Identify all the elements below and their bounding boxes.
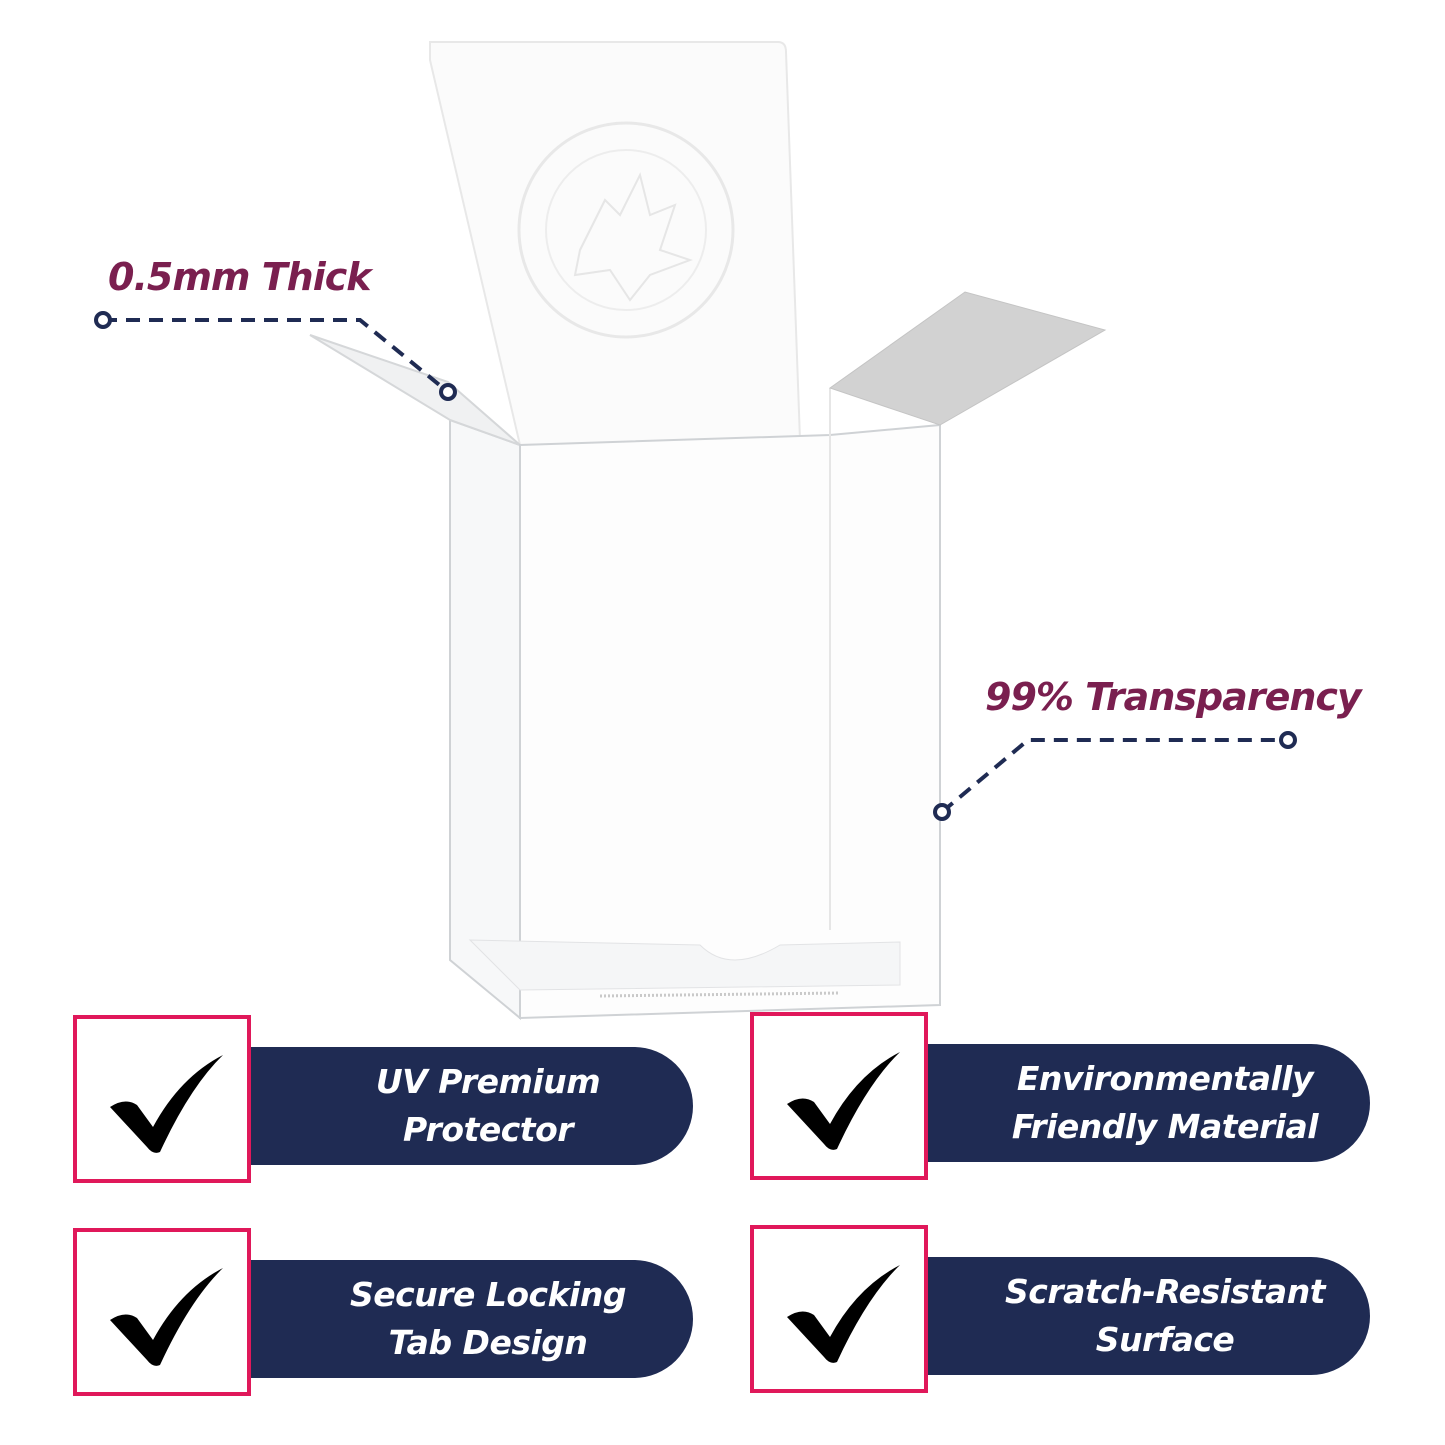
left-panel bbox=[449, 418, 521, 1021]
feature-line-2: Friendly Material bbox=[1011, 1107, 1319, 1146]
checkmark-icon bbox=[787, 1265, 900, 1363]
checkbox-frame bbox=[73, 1015, 251, 1183]
checkmark-icon bbox=[110, 1055, 223, 1153]
checkmark-icon bbox=[110, 1268, 223, 1366]
checkbox-frame bbox=[750, 1225, 928, 1393]
feature-line-2: Protector bbox=[402, 1110, 574, 1149]
embossed-seal-icon bbox=[517, 121, 735, 339]
thickness-callout-line bbox=[94, 311, 457, 401]
protector-box-illustration bbox=[94, 41, 1297, 1021]
lid-flap bbox=[429, 41, 802, 447]
checkmark-icon bbox=[787, 1052, 900, 1150]
thickness-callout: 0.5mm Thick bbox=[108, 255, 372, 299]
feature-line-2: Surface bbox=[1095, 1320, 1235, 1359]
bottom-tab bbox=[468, 939, 901, 991]
feature-line-1: Secure Locking bbox=[350, 1275, 626, 1314]
right-flap bbox=[828, 291, 1107, 426]
transparency-callout: 99% Transparency bbox=[985, 675, 1362, 719]
transparency-callout-line bbox=[933, 731, 1297, 821]
feature-line-1: Scratch-Resistant bbox=[1005, 1272, 1325, 1311]
left-flap bbox=[309, 334, 521, 446]
checkbox-frame bbox=[73, 1228, 251, 1396]
feature-line-2: Tab Design bbox=[388, 1323, 588, 1362]
feature-line-1: UV Premium bbox=[375, 1062, 601, 1101]
front-panel bbox=[519, 423, 941, 1020]
feature-line-1: Environmentally bbox=[1016, 1059, 1314, 1098]
checkbox-frame bbox=[750, 1012, 928, 1180]
